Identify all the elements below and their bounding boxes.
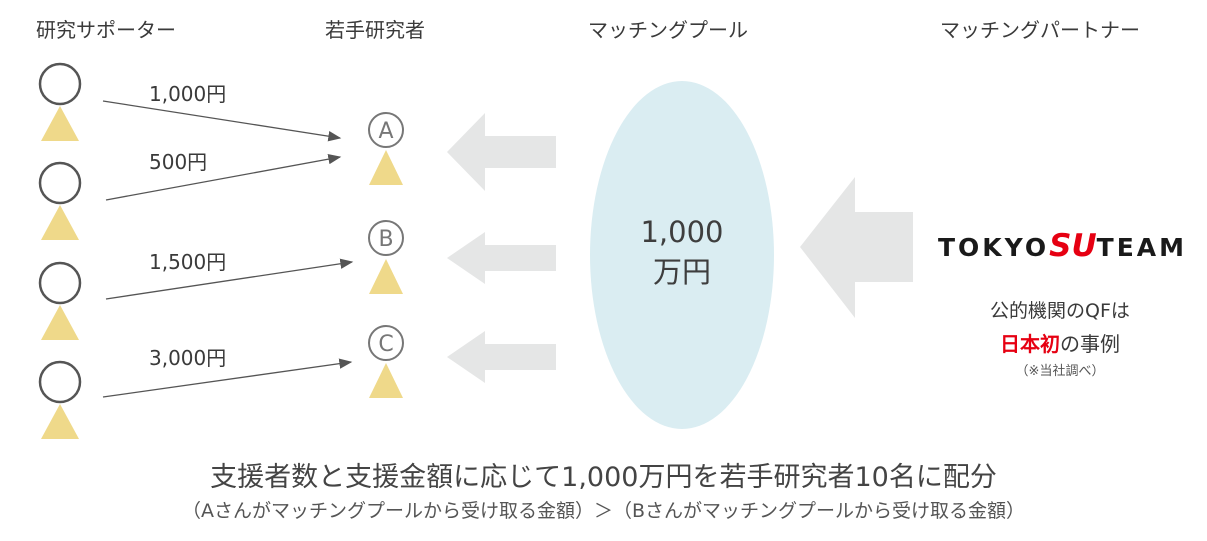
person-head-icon xyxy=(368,112,404,148)
person-body-icon xyxy=(41,106,79,141)
partner-note-small: （※当社調べ） xyxy=(1015,364,1105,379)
footer-sub-text: （Aさんがマッチングプールから受け取る金額）＞（Bさんがマッチングプールから受け… xyxy=(181,500,1026,522)
person-head-icon xyxy=(368,220,404,256)
donation-arrow-3 xyxy=(105,258,354,300)
person-head-icon xyxy=(38,161,82,205)
donation-amount-2: 500円 xyxy=(149,150,208,174)
pool-amount-number: 1,000 xyxy=(640,215,724,249)
person-body-icon xyxy=(369,259,403,294)
matching-pool-ellipse xyxy=(590,81,774,429)
partner-note-line1: 公的機関のQFは xyxy=(990,300,1130,322)
logo-su: SU xyxy=(1049,228,1097,264)
donation-arrow-2 xyxy=(105,154,342,201)
researcher-label: C xyxy=(378,332,393,357)
supporter-2 xyxy=(38,161,82,240)
header-pool: マッチングプール xyxy=(588,18,748,42)
donation-amount-3: 1,500円 xyxy=(149,250,227,274)
partner-note-highlight: 日本初 xyxy=(1000,332,1060,356)
pool-to-researcher-b-arrow xyxy=(447,232,556,284)
person-head-icon xyxy=(368,325,404,361)
header-researchers: 若手研究者 xyxy=(325,18,425,42)
donation-amount-1: 1,000円 xyxy=(149,82,227,106)
researcher-c: C xyxy=(368,325,404,398)
donation-arrow-4 xyxy=(102,358,353,398)
partner-note-rest: の事例 xyxy=(1060,332,1120,356)
logo-team: TEAM xyxy=(1096,233,1188,262)
pool-to-researcher-a-arrow xyxy=(447,113,556,191)
person-body-icon xyxy=(41,205,79,240)
supporter-1 xyxy=(38,62,82,141)
researcher-b: B xyxy=(368,220,404,294)
person-head-icon xyxy=(38,62,82,106)
person-body-icon xyxy=(369,150,403,185)
partner-note-line2: 日本初の事例 xyxy=(940,328,1180,357)
donation-amount-4: 3,000円 xyxy=(149,346,227,370)
researcher-a: A xyxy=(368,112,404,185)
donation-arrow-1 xyxy=(102,100,342,142)
logo-tokyo: TOKYO xyxy=(938,233,1050,262)
person-body-icon xyxy=(369,363,403,398)
tokyo-su-team-logo: TOKYOSUTEAM xyxy=(938,228,1187,264)
person-body-icon xyxy=(41,305,79,340)
header-partner: マッチングパートナー xyxy=(940,18,1140,42)
pool-amount: 1,000 万円 xyxy=(590,212,774,292)
person-head-icon xyxy=(38,261,82,305)
researcher-label: A xyxy=(378,119,393,144)
supporter-3 xyxy=(38,261,82,340)
person-body-icon xyxy=(41,404,79,439)
pool-to-researcher-c-arrow xyxy=(447,331,556,383)
supporter-4 xyxy=(38,360,82,439)
person-head-icon xyxy=(38,360,82,404)
header-supporters: 研究サポーター xyxy=(36,18,176,42)
pool-amount-unit: 万円 xyxy=(652,255,711,289)
researcher-label: B xyxy=(378,227,393,252)
footer-main-text: 支援者数と支援金額に応じて1,000万円を若手研究者10名に配分 xyxy=(210,462,997,493)
partner-to-pool-arrow xyxy=(800,177,913,318)
